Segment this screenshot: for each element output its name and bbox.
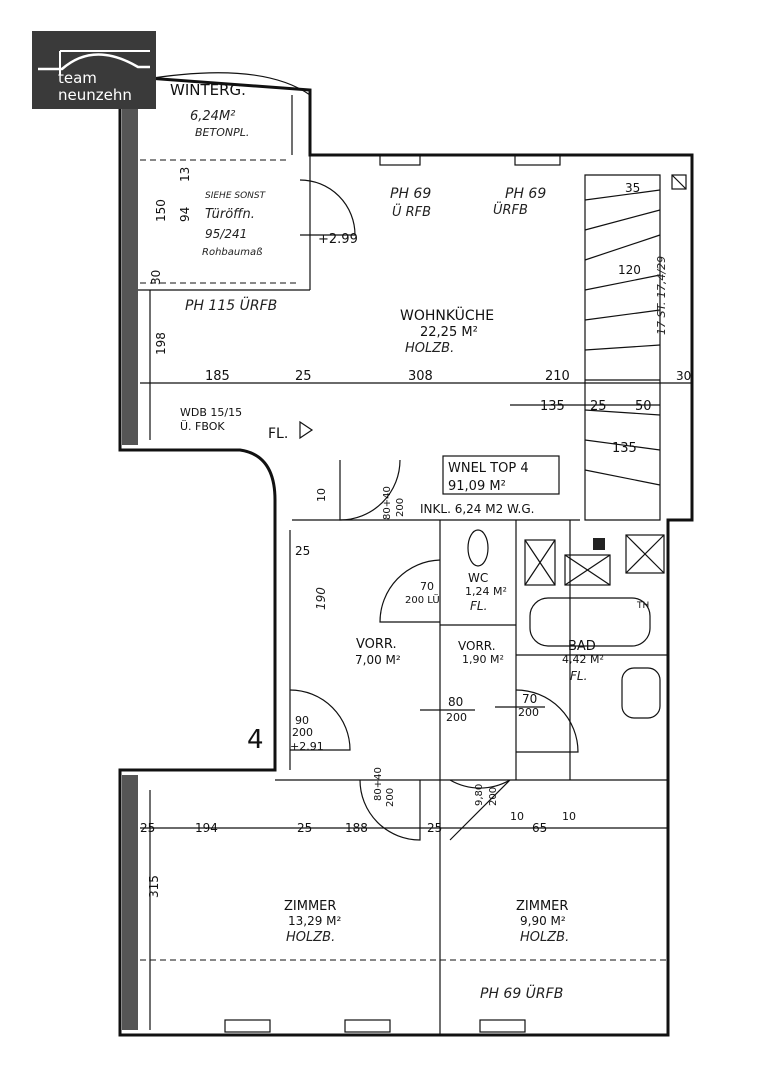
fl-arrow-label: FL. [268,426,288,442]
zimmer1-area: 13,29 M² [288,914,342,928]
door-80-40-a: 80+40 [382,486,393,520]
outer-walls [118,72,694,1037]
ph69-label-1: PH 69 [390,186,431,202]
zimmer2-name: ZIMMER [516,899,568,914]
team-neunzehn-logo: team neunzehn [32,31,156,109]
staircase [584,174,687,521]
dim-198: 198 [154,332,168,355]
door-200-e: 200 [395,498,406,517]
dim-25b: 25 [590,399,607,414]
tueroeffn-note: Türöffn. [205,207,255,222]
wintergarten-area: 6,24M² [190,109,235,124]
unit-info-box [442,455,560,495]
unit-area: 91,09 M² [448,479,506,494]
door-80-40-b: 80+40 [373,767,384,801]
fbok-label: Ü. FBOK [180,420,225,433]
ph69-bottom-label: PH 69 ÜRFB [480,984,563,1002]
shafts [524,534,665,586]
dim-25e: 25 [427,821,442,835]
dim-10c: 10 [562,810,576,823]
door-200-c: 200 [518,706,539,719]
dim-120: 120 [618,263,641,277]
ph69-label-2: PH 69 [505,186,546,202]
tuer-dims-note: 95/241 [205,227,247,241]
dim-94: 94 [178,207,192,222]
level-299: +2.99 [318,232,358,247]
vorr1-name: VORR. [356,637,397,652]
dim-308: 308 [408,369,433,384]
door-200-h: 200 [488,787,499,806]
dim-10b: 10 [510,810,524,823]
wohnkueche-floor: HOLZB. [405,341,454,356]
vorr1-area: 7,00 M² [355,653,401,667]
dim-190: 190 [314,587,328,610]
dim-25a: 25 [295,369,312,384]
wc-floor: FL. [470,599,487,613]
bad-area: 4,42 M² [562,653,604,666]
dim-25d: 25 [297,821,312,835]
wintergarten-name: WINTERG. [170,81,246,99]
wdb-label: WDB 15/15 [180,406,242,419]
stair-note: 17 ST. 17,4/29 [655,256,668,335]
level-291: +2.91 [290,740,324,753]
zimmer2-area: 9,90 M² [520,914,566,928]
bad-name: BAD [568,639,596,654]
rfb-label-2: ÜRFB [493,201,528,218]
wc-name: WC [468,571,488,585]
door-200-f: 200 [385,788,396,807]
door-swings [289,179,579,841]
door-200-b: 200 [446,711,467,724]
dim-35: 35 [625,181,640,195]
unit-title: WNEL TOP 4 [448,461,529,476]
windows [224,154,561,1033]
zimmer2-floor: HOLZB. [520,930,569,945]
dim-10: 10 [315,488,328,502]
door-90: 90 [295,714,309,727]
dimension-lines [140,159,692,1030]
ph115-label: PH 115 ÜRFB [185,296,277,314]
dim-30: 30 [676,369,691,383]
zimmer1-name: ZIMMER [284,899,336,914]
unit-note: INKL. 6,24 M2 W.G. [420,502,534,516]
logo-text-team: team [58,69,97,87]
dim-30b: 30 [149,270,163,285]
door-70-wc: 70 [420,580,434,593]
dim-135a: 135 [540,399,565,414]
vorr2-area: 1,90 M² [462,653,504,666]
dim-188: 188 [345,821,368,835]
dim-150: 150 [154,199,168,222]
door-80: 80 [448,695,463,709]
dim-194: 194 [195,821,218,835]
rfb-label-1: Ü RFB [392,203,431,220]
dim-25f: 25 [140,821,155,835]
wintergarten-floor: BETONPL. [195,126,249,139]
door-70: 70 [522,692,537,706]
vorr2-name: VORR. [458,639,496,653]
logo-text-neunzehn: neunzehn [58,86,132,104]
dim-13: 13 [178,167,192,182]
dim-210: 210 [545,369,570,384]
dim-50: 50 [635,399,652,414]
dim-25c: 25 [295,544,310,558]
dim-315: 315 [147,875,161,898]
wc-area: 1,24 M² [465,585,507,598]
bad-floor: FL. [570,669,587,683]
dim-185: 185 [205,369,230,384]
zimmer1-floor: HOLZB. [286,930,335,945]
fixtures [467,529,661,719]
th-label: TH [636,601,649,611]
dim-135b: 135 [612,441,637,456]
wohnkueche-area: 22,25 M² [420,325,478,340]
siehe-note: SIEHE SONST [205,191,267,201]
rohbau-note: Rohbaumaß [202,247,262,258]
wohnkueche-name: WOHNKÜCHE [400,306,494,324]
door-9-80: 9,80 [474,784,485,806]
door-number: 4 [247,725,264,755]
door-200-wc: 200 LÜ [405,593,440,606]
door-200-d: 200 [292,726,313,739]
dim-65: 65 [532,821,547,835]
interior-walls [138,155,668,1035]
